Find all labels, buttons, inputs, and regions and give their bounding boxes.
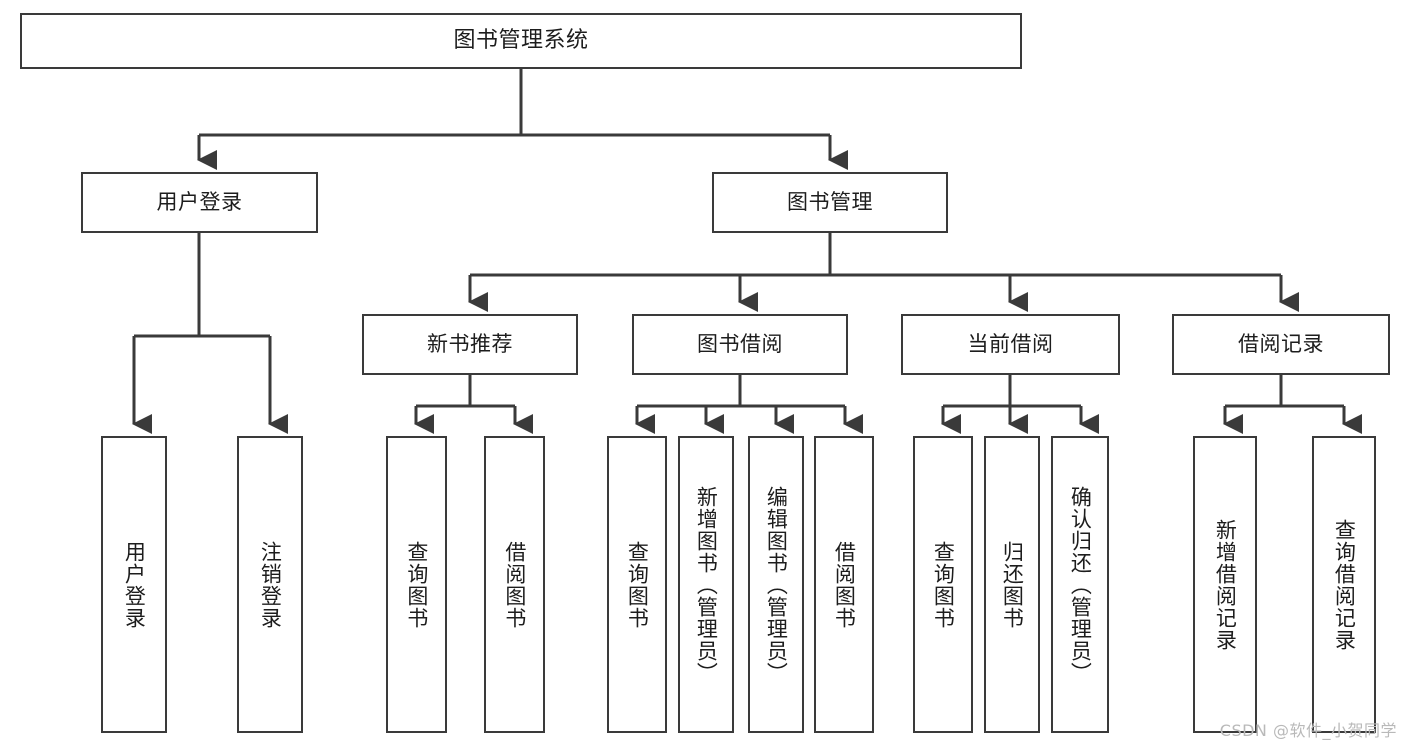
- node-leaf-user-login[interactable]: 用户登录: [101, 436, 167, 733]
- node-leaf-add-book[interactable]: 新增图书（管理员）: [678, 436, 734, 733]
- node-current-borrow-label: 当前借阅: [967, 332, 1054, 357]
- node-borrow-record[interactable]: 借阅记录: [1172, 314, 1390, 375]
- node-leaf-query-book-2[interactable]: 查询图书: [607, 436, 667, 733]
- node-leaf-edit-book[interactable]: 编辑图书（管理员）: [748, 436, 804, 733]
- node-root[interactable]: 图书管理系统: [20, 13, 1022, 69]
- node-user-login-label: 用户登录: [156, 190, 243, 215]
- node-leaf-borrow-book-2-label: 借阅图书: [832, 540, 857, 629]
- node-current-borrow[interactable]: 当前借阅: [901, 314, 1120, 375]
- node-leaf-confirm-return[interactable]: 确认归还（管理员）: [1051, 436, 1109, 733]
- node-leaf-confirm-return-label: 确认归还（管理员）: [1068, 485, 1093, 684]
- node-root-label: 图书管理系统: [453, 28, 589, 54]
- node-leaf-borrow-book-2[interactable]: 借阅图书: [814, 436, 874, 733]
- node-leaf-add-record[interactable]: 新增借阅记录: [1193, 436, 1257, 733]
- node-leaf-edit-book-label: 编辑图书（管理员）: [764, 485, 789, 684]
- node-leaf-borrow-book-1-label: 借阅图书: [502, 540, 527, 629]
- node-leaf-user-logout[interactable]: 注销登录: [237, 436, 303, 733]
- node-borrow-record-label: 借阅记录: [1238, 332, 1324, 357]
- node-leaf-query-record[interactable]: 查询借阅记录: [1312, 436, 1376, 733]
- node-book-management[interactable]: 图书管理: [712, 172, 948, 233]
- node-leaf-return-book-label: 归还图书: [1000, 540, 1025, 629]
- node-leaf-user-login-label: 用户登录: [122, 540, 147, 629]
- node-leaf-borrow-book-1[interactable]: 借阅图书: [484, 436, 545, 733]
- node-leaf-user-logout-label: 注销登录: [258, 540, 283, 629]
- node-leaf-query-book-3[interactable]: 查询图书: [913, 436, 973, 733]
- node-leaf-add-book-label: 新增图书（管理员）: [694, 485, 719, 684]
- node-leaf-query-record-label: 查询借阅记录: [1332, 518, 1357, 651]
- node-new-book-recommend[interactable]: 新书推荐: [362, 314, 578, 375]
- node-book-borrow[interactable]: 图书借阅: [632, 314, 848, 375]
- node-leaf-query-book-1-label: 查询图书: [404, 540, 429, 629]
- node-new-book-recommend-label: 新书推荐: [427, 332, 513, 357]
- node-leaf-return-book[interactable]: 归还图书: [984, 436, 1040, 733]
- node-book-borrow-label: 图书借阅: [697, 332, 783, 357]
- watermark: CSDN @软件_小贺同学: [1219, 721, 1397, 740]
- node-book-management-label: 图书管理: [787, 190, 873, 215]
- node-user-login[interactable]: 用户登录: [81, 172, 318, 233]
- node-leaf-query-book-2-label: 查询图书: [625, 540, 650, 629]
- node-leaf-query-book-1[interactable]: 查询图书: [386, 436, 447, 733]
- node-leaf-query-book-3-label: 查询图书: [931, 540, 956, 629]
- node-leaf-add-record-label: 新增借阅记录: [1213, 518, 1238, 651]
